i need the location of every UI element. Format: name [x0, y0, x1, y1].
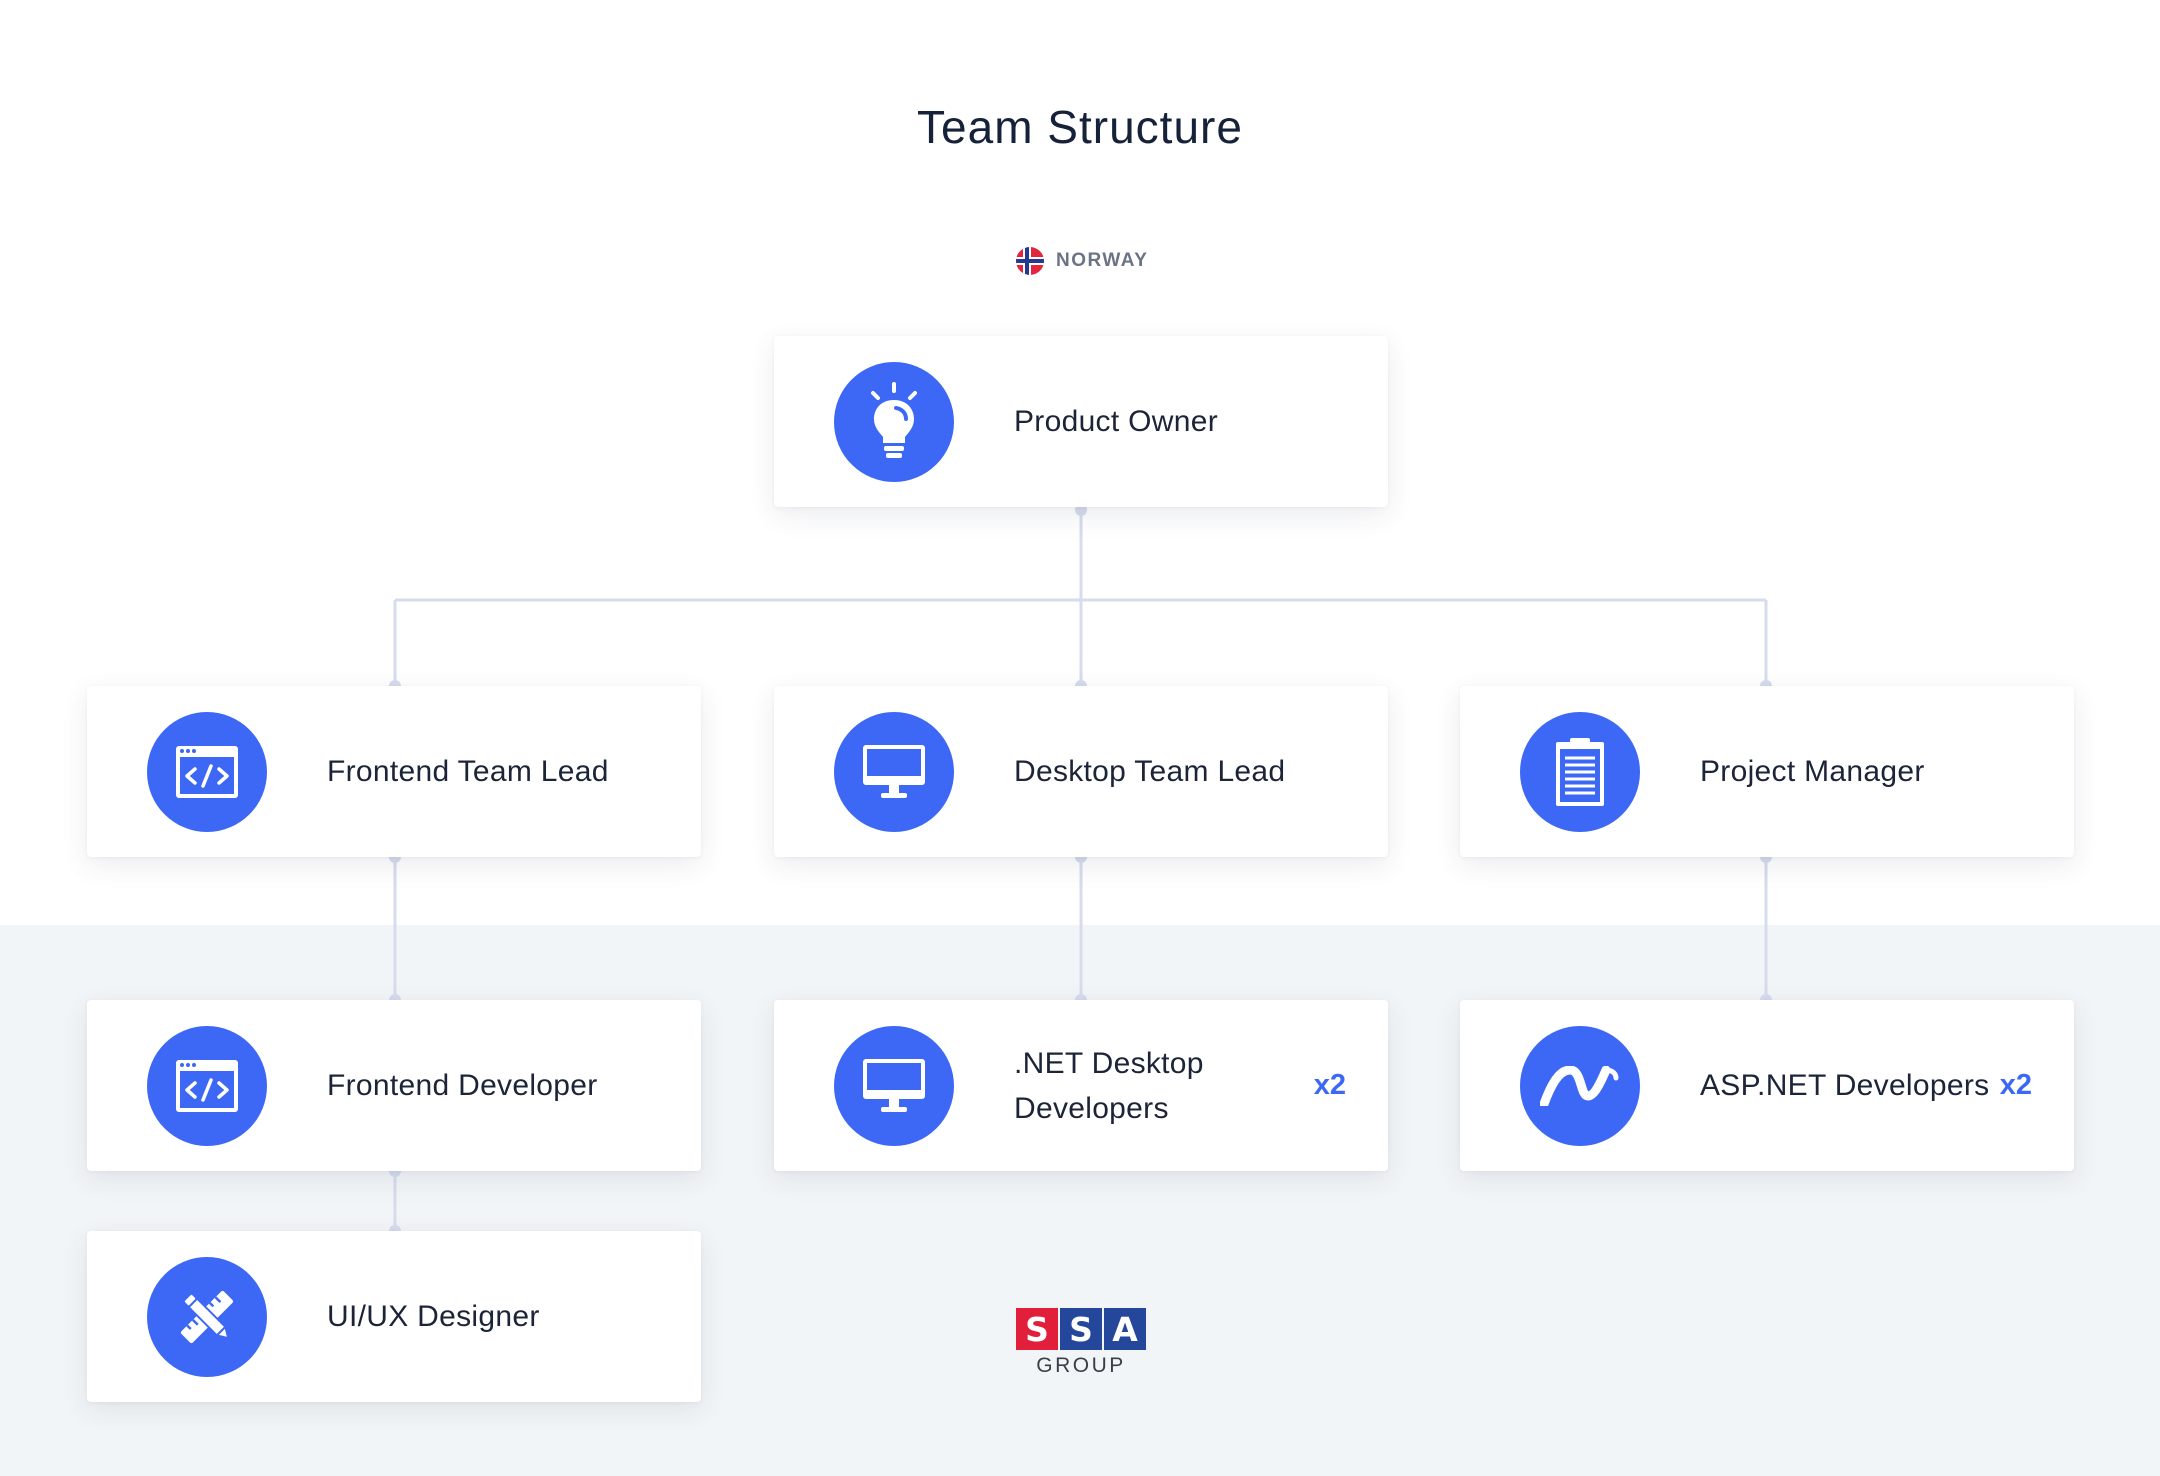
node-count-badge: x2 — [1999, 1069, 2032, 1101]
lightbulb-icon — [871, 382, 917, 458]
clipboard-icon — [1556, 738, 1604, 806]
node-icon-circle — [147, 1257, 267, 1377]
monitor-icon — [863, 1059, 925, 1112]
node-icon-circle — [147, 712, 267, 832]
connector-dot — [1075, 504, 1087, 516]
node-label: Frontend Team Lead — [327, 755, 609, 788]
node-icon-circle — [147, 1026, 267, 1146]
node-frontend-developer: Frontend Developer — [87, 1000, 701, 1171]
monitor-icon — [863, 745, 925, 798]
country-label: NORWAY — [1056, 250, 1149, 271]
node-label: .NET Desktop Developers — [1014, 1046, 1204, 1125]
node-net-desktop-developers: .NET Desktop Developers x2 — [774, 1000, 1388, 1171]
logo-letter: S — [1016, 1308, 1058, 1350]
country-tag: NORWAY — [1016, 246, 1148, 276]
code-window-icon — [176, 1060, 238, 1112]
node-desktop-team-lead: Desktop Team Lead — [774, 686, 1388, 857]
norway-flag-icon — [1016, 247, 1044, 275]
node-project-manager: Project Manager — [1460, 686, 2074, 857]
node-icon-circle — [834, 1026, 954, 1146]
logo-subtitle: GROUP — [1036, 1354, 1126, 1377]
node-label: Project Manager — [1700, 755, 1925, 788]
node-label: Frontend Developer — [327, 1069, 598, 1102]
node-icon-circle — [834, 712, 954, 832]
node-aspnet-developers: ASP.NET Developers x2 — [1460, 1000, 2074, 1171]
logo-letters: S S A — [1016, 1308, 1146, 1350]
node-product-owner: Product Owner — [774, 336, 1388, 507]
logo-letter: A — [1104, 1308, 1146, 1350]
node-label: UI/UX Designer — [327, 1300, 540, 1333]
node-icon-circle — [1520, 712, 1640, 832]
node-frontend-team-lead: Frontend Team Lead — [87, 686, 701, 857]
ssa-group-logo: S S A GROUP — [1014, 1308, 1148, 1378]
logo-letter: S — [1060, 1308, 1102, 1350]
pencil-ruler-icon — [180, 1290, 234, 1344]
node-label: Product Owner — [1014, 405, 1218, 438]
node-icon-circle — [834, 362, 954, 482]
code-window-icon — [176, 746, 238, 798]
node-icon-circle — [1520, 1026, 1640, 1146]
node-count-badge: x2 — [1313, 1069, 1346, 1101]
node-label: ASP.NET Developers — [1700, 1069, 1990, 1102]
node-uiux-designer: UI/UX Designer — [87, 1231, 701, 1402]
dotnet-logo-icon — [1540, 1066, 1619, 1106]
page-title: Team Structure — [917, 101, 1243, 153]
node-label: Desktop Team Lead — [1014, 755, 1286, 788]
